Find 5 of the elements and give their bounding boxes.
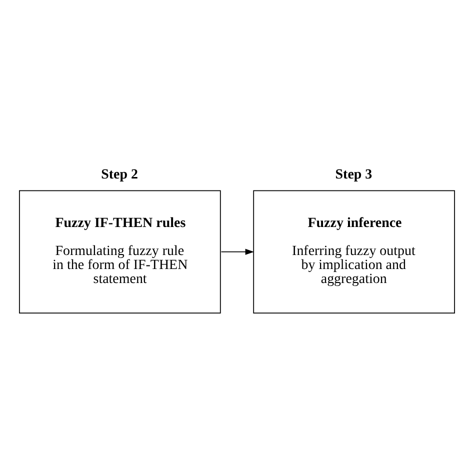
node-label: Step 3 — [335, 167, 372, 182]
arrow — [220, 248, 254, 255]
node-box: Fuzzy inference Inferring fuzzy output by implication and aggregation — [253, 190, 455, 314]
node-box: Fuzzy IF-THEN rules Formulating fuzzy rule in the form of IF-THEN statement — [19, 190, 221, 314]
node-label: Step 2 — [101, 167, 138, 182]
